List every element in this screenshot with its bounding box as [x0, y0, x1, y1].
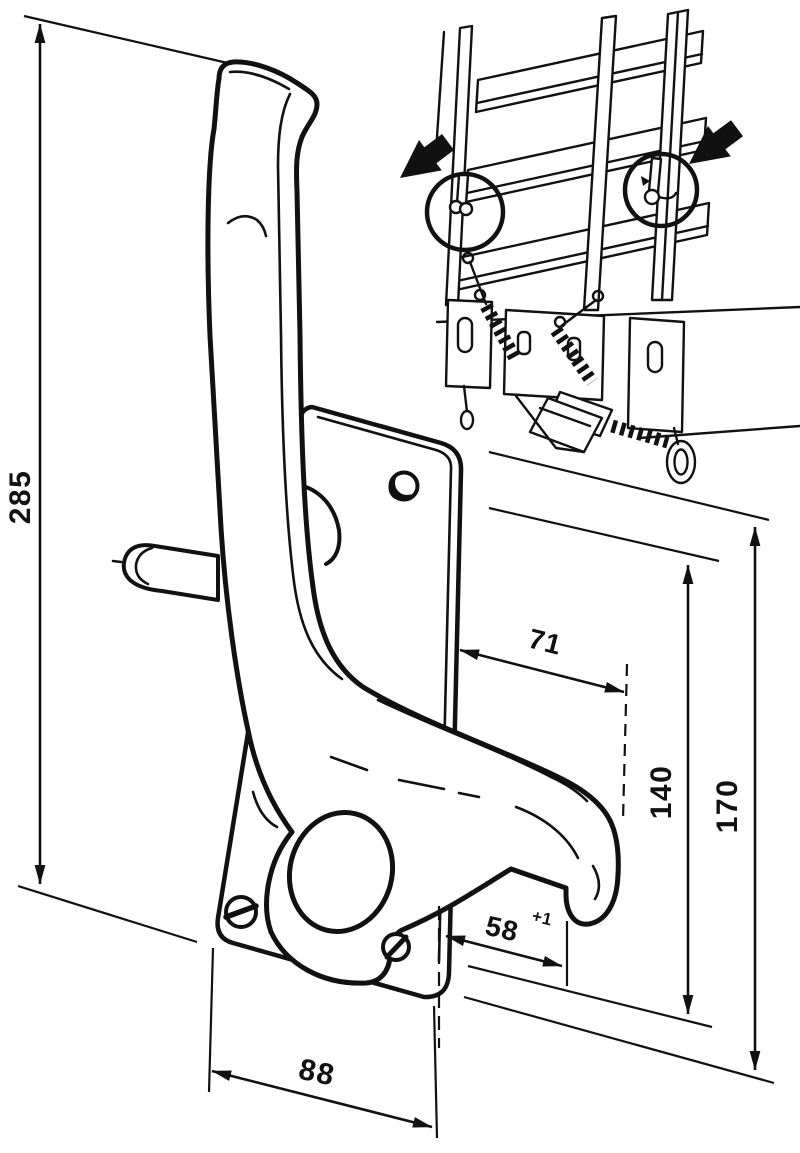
dimension-hook-offset-label: 58: [482, 910, 521, 948]
attention-arrow-left-icon: [400, 134, 454, 178]
inset-brackets: [444, 298, 686, 434]
dimension-hole-spacing: 140: [467, 506, 720, 1029]
handle-surface-lines: [226, 70, 601, 901]
dimension-plate-height-label: 170: [711, 779, 744, 834]
dimension-overall-height: 285: [4, 14, 233, 944]
latch-pin: [111, 484, 342, 602]
dimension-plate-width-label: 88: [296, 1053, 338, 1093]
latch-handle: [205, 59, 621, 986]
inset-hanging-pin: [459, 384, 475, 431]
dimension-hole-spacing-label: 140: [645, 765, 678, 820]
screw-bottom-right: [381, 932, 411, 962]
attention-arrow-right-icon: [689, 120, 743, 164]
dimension-upper-offset-label: 71: [525, 623, 565, 661]
screw-bottom-left: [223, 895, 259, 929]
inset-clip: [514, 390, 614, 454]
dimension-plate-height: 170: [463, 450, 775, 1085]
pivot-boss: [286, 809, 396, 935]
upper-screw-hole: [388, 470, 420, 502]
dimension-plate-width: 88: [207, 947, 439, 1139]
callout-circle-right: [622, 151, 700, 229]
main-drawing: [111, 59, 621, 1000]
dimension-hook-offset: 58 +1: [437, 906, 569, 1048]
dimension-hook-offset-tolerance-label: +1: [530, 906, 554, 929]
callout-circle-left: [424, 171, 506, 253]
inset-ring: [665, 426, 697, 485]
dimension-overall-height-label: 285: [4, 470, 37, 525]
inset-springs: [461, 251, 670, 449]
context-inset: [400, 8, 800, 485]
